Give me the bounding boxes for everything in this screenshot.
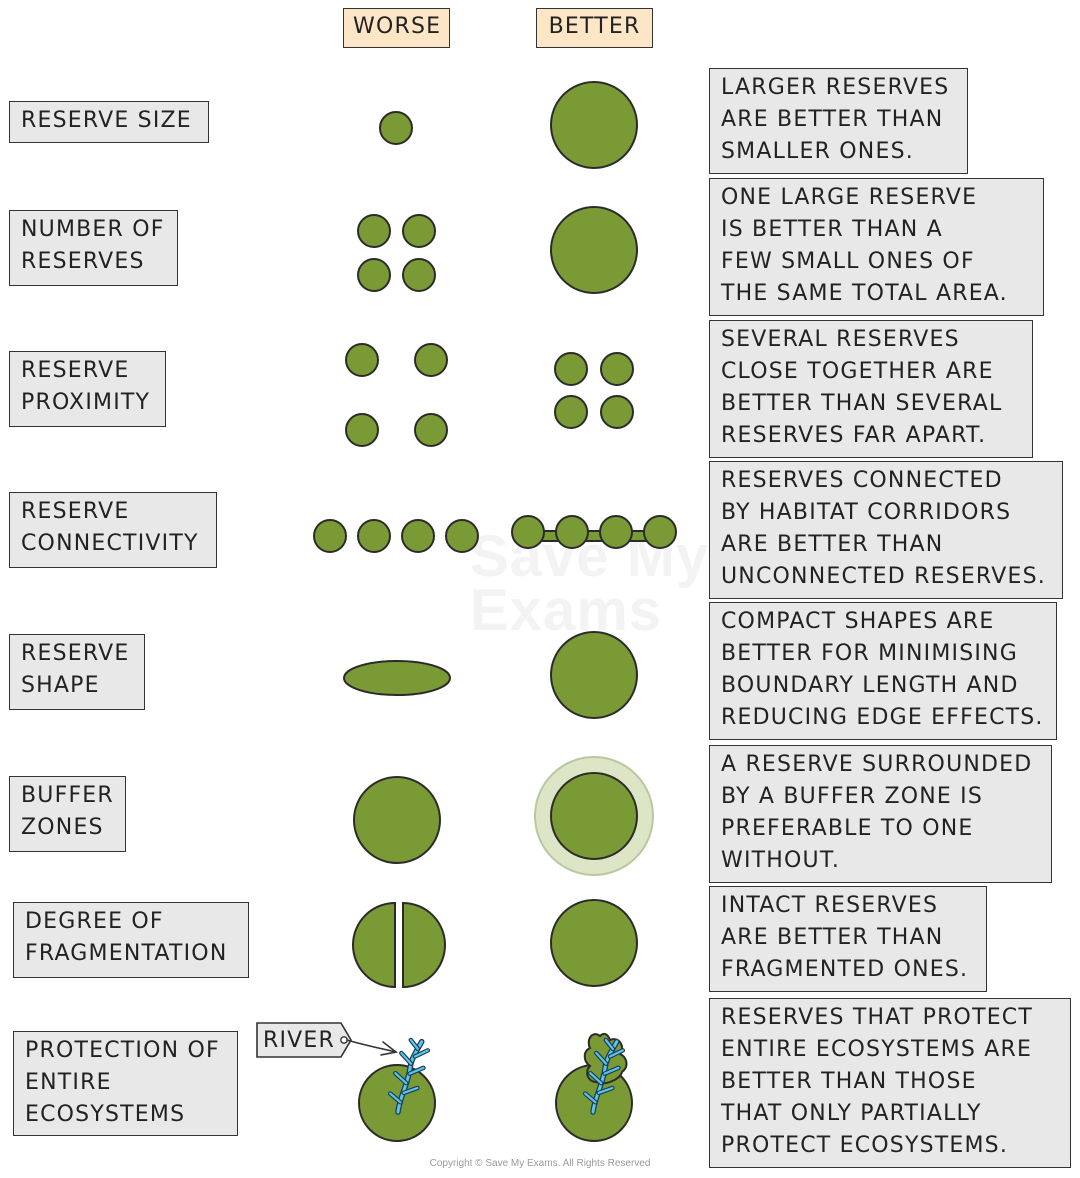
better-header: BETTER [536, 8, 653, 48]
description-reserve-shape: COMPACT SHAPES ARE BETTER FOR MINIMISING… [709, 602, 1057, 740]
better-intact-reserve [550, 899, 638, 987]
description-reserve-proximity: SEVERAL RESERVES CLOSE TOGETHER ARE BETT… [709, 320, 1033, 458]
label-protection-of-entire-ecosystems: PROTECTION OF ENTIRE ECOSYSTEMS [13, 1031, 238, 1136]
better-compact-reserve [550, 631, 638, 719]
river-pointer-arrow [346, 1039, 398, 1056]
better-reserve-with-buffer [550, 772, 638, 860]
label-number-of-reserves: NUMBER OF RESERVES [9, 210, 178, 286]
better-one-large-reserve [550, 206, 638, 294]
better-reserves-close-together [554, 352, 634, 429]
description-protection-of-entire-ecosystems: RESERVES THAT PROTECT ENTIRE ECOSYSTEMS … [709, 998, 1071, 1168]
label-reserve-connectivity: RESERVE CONNECTIVITY [9, 492, 217, 568]
worse-reserve-without-buffer [353, 776, 441, 864]
worse-elongated-reserve [343, 660, 451, 696]
description-degree-of-fragmentation: INTACT RESERVES ARE BETTER THAN FRAGMENT… [709, 886, 987, 992]
label-reserve-size: RESERVE SIZE [9, 101, 209, 143]
river-label: RIVER [263, 1028, 335, 1053]
worse-header: WORSE [343, 8, 450, 48]
description-buffer-zones: A RESERVE SURROUNDED BY A BUFFER ZONE IS… [709, 745, 1052, 883]
worse-partial-ecosystem-reserve [358, 1064, 436, 1142]
copyright-notice: Copyright © Save My Exams. All Rights Re… [429, 1158, 651, 1169]
description-number-of-reserves: ONE LARGE RESERVE IS BETTER THAN A FEW S… [709, 178, 1044, 316]
river-label-tag: RIVER [256, 1022, 352, 1058]
worse-four-small-reserves [357, 214, 436, 292]
label-degree-of-fragmentation: DEGREE OF FRAGMENTATION [13, 902, 249, 978]
label-reserve-proximity: RESERVE PROXIMITY [9, 351, 166, 427]
worse-reserves-far-apart [345, 343, 448, 447]
worse-small-reserve [379, 111, 413, 145]
worse-fragmented-reserve [352, 901, 446, 989]
better-large-reserve [550, 81, 638, 169]
better-connected-reserves [511, 515, 677, 549]
description-reserve-connectivity: RESERVES CONNECTED BY HABITAT CORRIDORS … [709, 461, 1063, 599]
label-reserve-shape: RESERVE SHAPE [9, 634, 145, 710]
label-buffer-zones: BUFFER ZONES [9, 776, 126, 852]
description-reserve-size: LARGER RESERVES ARE BETTER THAN SMALLER … [709, 68, 968, 174]
worse-unconnected-reserves [313, 519, 479, 553]
